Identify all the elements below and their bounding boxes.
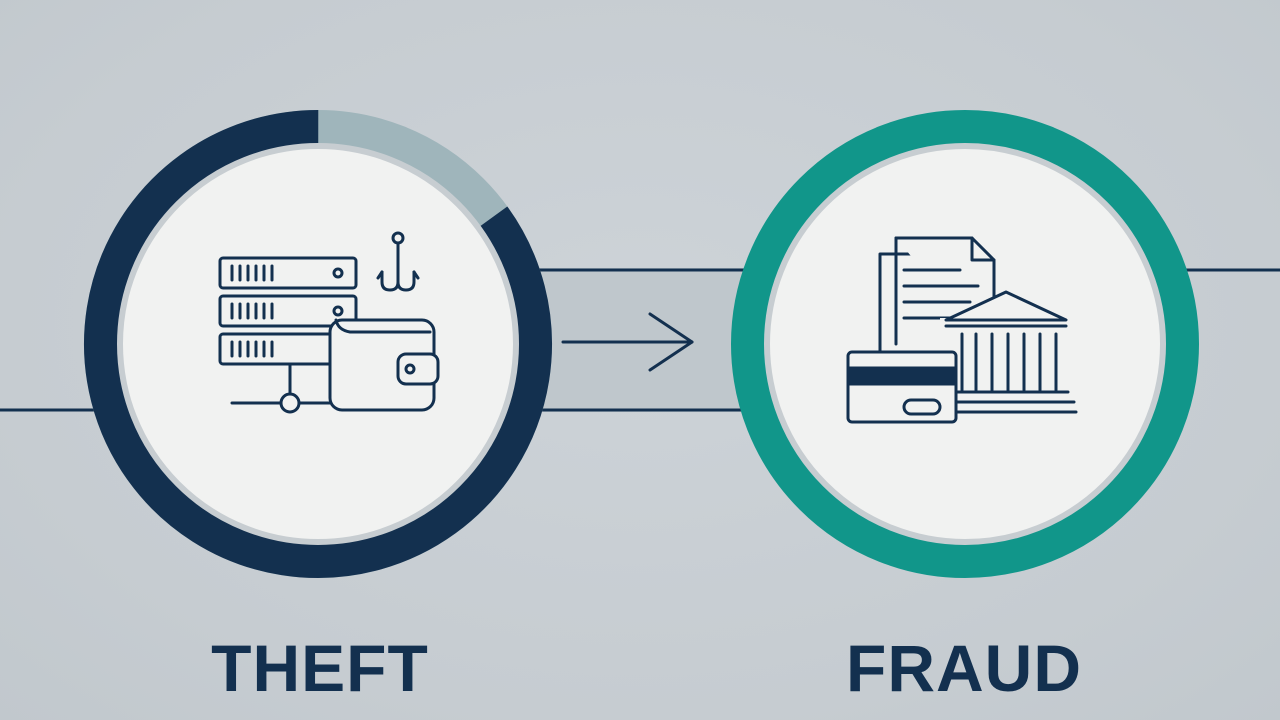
bank-building-icon: [938, 290, 1078, 414]
fraud-label: FRAUD: [846, 631, 1082, 705]
arrow-right-icon: [561, 312, 694, 372]
credit-card-icon: [846, 350, 958, 424]
server-rack-icon: [218, 256, 358, 414]
theft-disc: [117, 143, 519, 545]
fishing-hook-icon: [376, 231, 420, 292]
wallet-icon: [328, 318, 440, 412]
theft-label: THEFT: [211, 631, 429, 705]
fraud-ring-track: [731, 110, 1199, 578]
theft-ring-progress: [83, 109, 552, 578]
theft-ring: [83, 109, 552, 578]
